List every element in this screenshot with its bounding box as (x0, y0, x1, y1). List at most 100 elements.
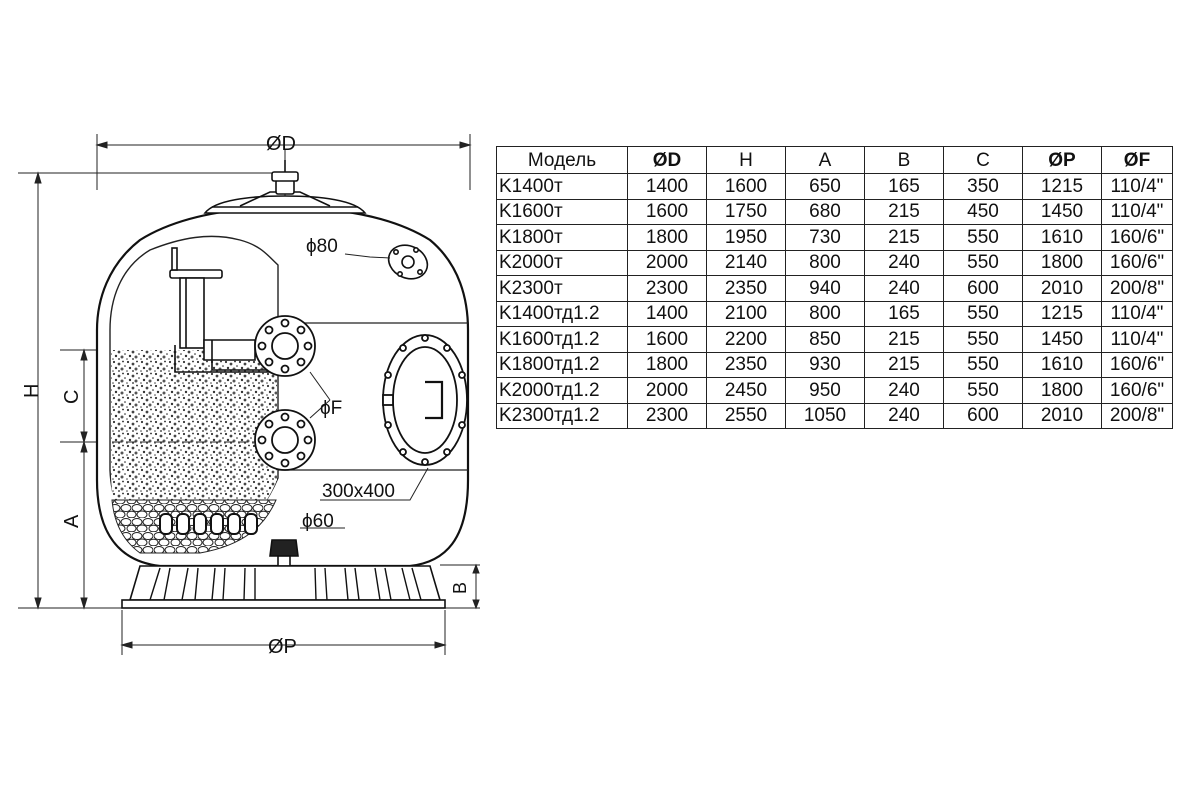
cell-a: 940 (785, 275, 865, 302)
cell-model: K1400т (496, 173, 628, 200)
cell-p: 1610 (1022, 351, 1102, 378)
cell-b: 215 (864, 351, 944, 378)
cell-d: 2300 (627, 402, 707, 429)
label-port-60: ϕ60 (302, 511, 334, 532)
table-header-row: Модель ØD H A B C ØP ØF (496, 146, 1173, 174)
label-port-f: ϕF (320, 398, 342, 419)
cell-c: 600 (943, 402, 1023, 429)
cell-d: 1600 (627, 326, 707, 353)
cell-model: K1600т (496, 198, 628, 225)
cell-d: 1800 (627, 224, 707, 251)
label-dim-c: C (61, 390, 83, 404)
cell-b: 240 (864, 249, 944, 276)
cell-a: 950 (785, 377, 865, 404)
cell-h: 2350 (706, 351, 786, 378)
cell-model: K1600тд1.2 (496, 326, 628, 353)
cell-b: 165 (864, 173, 944, 200)
cell-a: 730 (785, 224, 865, 251)
label-manhole: 300x400 (322, 481, 395, 502)
cell-h: 2350 (706, 275, 786, 302)
cell-a: 930 (785, 351, 865, 378)
header-a: A (785, 146, 865, 174)
cell-b: 215 (864, 198, 944, 225)
cell-f: 160/6" (1101, 377, 1173, 404)
cell-h: 2200 (706, 326, 786, 353)
header-b: B (864, 146, 944, 174)
cell-model: K2300т (496, 275, 628, 302)
drain-valve (269, 539, 299, 567)
flange-upper (254, 315, 316, 377)
flange-lower (254, 409, 316, 471)
cell-model: K2000т (496, 249, 628, 276)
cell-f: 200/8" (1101, 402, 1173, 429)
cell-c: 550 (943, 377, 1023, 404)
base-stand (121, 565, 446, 609)
cell-h: 1600 (706, 173, 786, 200)
header-p: ØP (1022, 146, 1102, 174)
header-c: C (943, 146, 1023, 174)
cell-f: 160/6" (1101, 351, 1173, 378)
cell-b: 240 (864, 275, 944, 302)
cell-model: K1800т (496, 224, 628, 251)
cell-c: 550 (943, 326, 1023, 353)
header-f: ØF (1101, 146, 1173, 174)
cell-f: 160/6" (1101, 249, 1173, 276)
cell-f: 110/4" (1101, 300, 1173, 327)
cell-a: 850 (785, 326, 865, 353)
cell-a: 800 (785, 300, 865, 327)
cell-model: K1800тд1.2 (496, 351, 628, 378)
cell-c: 350 (943, 173, 1023, 200)
header-d: ØD (627, 146, 707, 174)
cell-f: 110/4" (1101, 326, 1173, 353)
cell-model: K2000тд1.2 (496, 377, 628, 404)
cell-d: 1600 (627, 198, 707, 225)
cell-a: 1050 (785, 402, 865, 429)
manhole-hatch (382, 334, 468, 466)
cell-f: 110/4" (1101, 173, 1173, 200)
tank-body (95, 205, 470, 568)
cell-f: 110/4" (1101, 198, 1173, 225)
label-dim-b: B (450, 582, 470, 594)
cell-c: 550 (943, 249, 1023, 276)
label-dim-h: H (21, 384, 43, 398)
cell-p: 1800 (1022, 377, 1102, 404)
cell-p: 1610 (1022, 224, 1102, 251)
cell-h: 2100 (706, 300, 786, 327)
cell-h: 2450 (706, 377, 786, 404)
cell-c: 600 (943, 275, 1023, 302)
cell-h: 1950 (706, 224, 786, 251)
label-dim-p: ØP (268, 636, 297, 658)
filter-tank-diagram: ØD ØP H C A B ϕ80 ϕF ϕ60 300x400 (18, 133, 480, 658)
label-port-80: ϕ80 (306, 236, 338, 257)
cell-p: 1215 (1022, 173, 1102, 200)
cell-b: 240 (864, 402, 944, 429)
cell-model: K1400тд1.2 (496, 300, 628, 327)
cell-b: 240 (864, 377, 944, 404)
cell-f: 200/8" (1101, 275, 1173, 302)
cell-h: 2140 (706, 249, 786, 276)
header-model: Модель (496, 146, 628, 174)
cell-h: 1750 (706, 198, 786, 225)
cell-a: 680 (785, 198, 865, 225)
cell-a: 800 (785, 249, 865, 276)
cell-d: 1800 (627, 351, 707, 378)
cell-h: 2550 (706, 402, 786, 429)
cell-c: 450 (943, 198, 1023, 225)
top-lid (203, 160, 367, 214)
cell-p: 1215 (1022, 300, 1102, 327)
cell-c: 550 (943, 351, 1023, 378)
cell-d: 1400 (627, 300, 707, 327)
cell-a: 650 (785, 173, 865, 200)
header-h: H (706, 146, 786, 174)
cell-p: 2010 (1022, 275, 1102, 302)
